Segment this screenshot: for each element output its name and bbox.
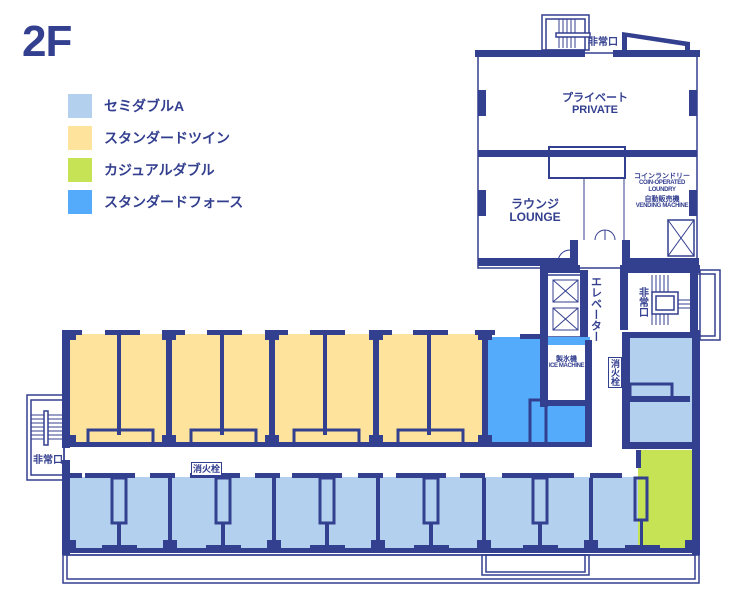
vending-label-jp: 自動販売機	[644, 196, 680, 203]
semi-double-a-rooms	[66, 477, 640, 551]
private-label-jp: プライベート	[562, 92, 628, 104]
elevator-label: エレベーター	[589, 276, 602, 342]
legend-label: セミダブルA	[104, 98, 185, 114]
fire-hydrant-right-label: 消火栓	[608, 357, 622, 388]
semi-double-a-right	[626, 337, 696, 442]
elevator-shaft	[544, 274, 586, 338]
legend-swatch	[68, 94, 92, 118]
emergency-exit-top-label: 非常口	[588, 37, 618, 48]
legend-label: スタンダードフォース	[104, 194, 244, 210]
lounge-label-jp: ラウンジ	[510, 197, 559, 211]
legend-swatch	[68, 126, 92, 150]
lounge-label-en: LOUNGE	[509, 209, 561, 224]
legend-label: スタンダードツイン	[104, 130, 230, 146]
legend-swatch	[68, 190, 92, 214]
legend-item-semi-double-a: セミダブルA	[68, 90, 243, 122]
laundry-label: コインランドリー COIN-OPERATED LOUNDRY	[626, 173, 698, 193]
vending-label: 自動販売機 VENDING MACHINE	[626, 196, 698, 210]
laundry-counter	[548, 146, 626, 179]
legend-label: カジュアルダブル	[104, 162, 215, 178]
ice-machine-label-en: ICE MACHINE	[548, 363, 585, 370]
laundry-label-en: COIN-OPERATED LOUNDRY	[639, 180, 685, 193]
private-label-en: PRIVATE	[571, 103, 619, 116]
legend-swatch	[68, 158, 92, 182]
laundry-label-jp: コインランドリー	[634, 173, 690, 180]
legend-item-standard-twin: スタンダードツイン	[68, 122, 243, 154]
legend-item-casual-double: カジュアルダブル	[68, 154, 243, 186]
room-type-legend: セミダブルA スタンダードツイン カジュアルダブル スタンダードフォース	[68, 90, 243, 218]
floor-title: 2F	[22, 17, 72, 66]
legend-item-standard-four: スタンダードフォース	[68, 186, 243, 218]
vending-machine	[667, 219, 695, 257]
fire-hydrant-corridor-label: 消火栓	[191, 462, 223, 476]
vending-label-en: VENDING MACHINE	[635, 203, 689, 210]
emergency-exit-right-label: 非常口	[636, 287, 648, 317]
ice-machine-label-jp: 製氷機	[556, 356, 577, 363]
private-room-label: プライベート PRIVATE	[540, 92, 650, 116]
emergency-exit-left-label: 非常口	[33, 455, 63, 466]
standard-twin-rooms	[66, 334, 486, 444]
lounge-label: ラウンジ LOUNGE	[495, 198, 575, 223]
twin-divider	[86, 330, 176, 446]
upper-block	[477, 52, 698, 269]
ice-machine-label: 製氷機 ICE MACHINE	[544, 356, 589, 370]
